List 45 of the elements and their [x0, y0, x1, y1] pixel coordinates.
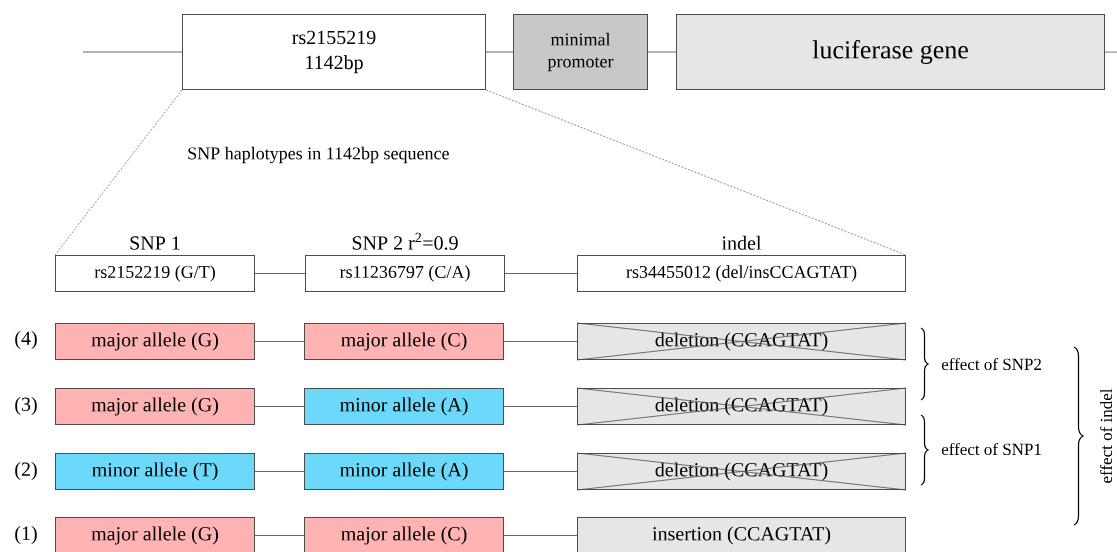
- row-number: (1): [15, 525, 37, 545]
- sequence-box: minor allele (T): [55, 453, 255, 490]
- connector-line: [82, 51, 183, 53]
- row-number: (2): [15, 461, 37, 481]
- sequence-box: minor allele (A): [304, 453, 504, 490]
- connector-line: [254, 341, 305, 342]
- connector-line: [485, 51, 514, 53]
- sequence-box: rs11236797 (C/A): [305, 255, 505, 292]
- sequence-box: rs2152219 (G/T): [55, 255, 255, 292]
- crossed-box: deletion (CCAGTAT): [576, 387, 907, 426]
- column-heading: SNP 2 r$^{2}$=0.9: [352, 232, 458, 250]
- column-heading: indel: [721, 235, 762, 250]
- connector-line: [254, 535, 305, 536]
- connector-line: [504, 273, 578, 274]
- connector-line: [254, 406, 305, 407]
- crossed-box: deletion (CCAGTAT): [576, 452, 907, 491]
- brace-label: effect of SNP1: [941, 442, 1041, 456]
- connector-line: [503, 341, 578, 342]
- sequence-box: major allele (G): [55, 388, 255, 425]
- row-number: (4): [15, 330, 37, 350]
- zoom-line: [54, 89, 183, 256]
- sequence-box: major allele (G): [55, 517, 255, 552]
- zoom-line: [485, 89, 907, 256]
- sequence-box: minimal promoter: [513, 14, 648, 90]
- brace-label: effect of indel: [1099, 388, 1113, 483]
- sequence-box: insertion (CCAGTAT): [577, 517, 906, 552]
- connector-line: [503, 535, 578, 536]
- sequence-box: rs34455012 (del/insCCAGTAT): [577, 255, 906, 292]
- sequence-box: major allele (C): [304, 517, 504, 552]
- brace-label: effect of SNP2: [941, 357, 1041, 371]
- connector-line: [503, 471, 578, 472]
- sequence-box: major allele (G): [55, 323, 255, 360]
- sequence-box: rs2155219 1142bp: [182, 14, 486, 90]
- connector-line: [503, 406, 578, 407]
- row-number: (3): [15, 396, 37, 416]
- column-heading: SNP 1: [130, 236, 180, 250]
- connector-line: [254, 471, 305, 472]
- caption-text: SNP haplotypes in 1142bp sequence: [188, 146, 449, 164]
- connector-line: [1104, 51, 1117, 53]
- crossed-box: deletion (CCAGTAT): [576, 322, 907, 361]
- sequence-box: major allele (C): [304, 323, 504, 360]
- sequence-box: luciferase gene: [676, 14, 1105, 90]
- sequence-box: minor allele (A): [304, 388, 504, 425]
- connector-line: [647, 51, 677, 53]
- connector-line: [254, 273, 306, 274]
